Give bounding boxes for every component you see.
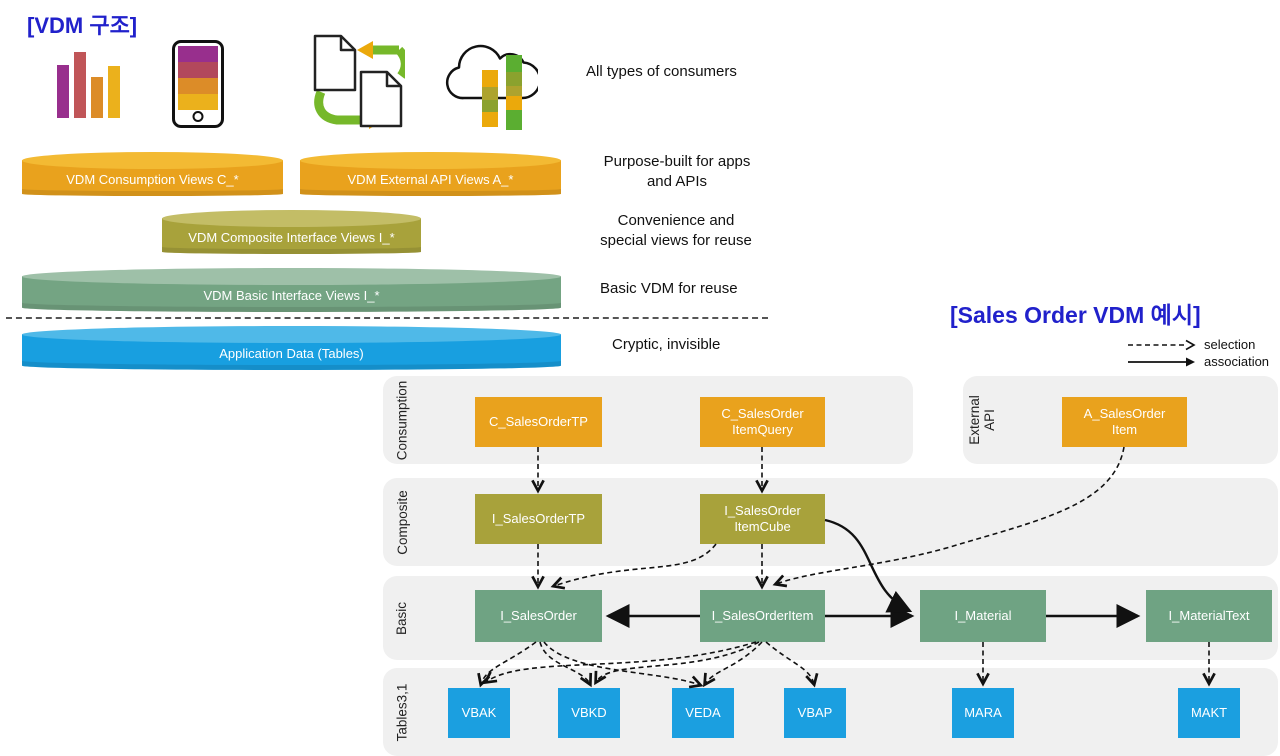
legend-association-label: association [1204,354,1270,369]
node-table-veda: VEDA [672,688,734,738]
cryptic-label: Cryptic, invisible [612,336,721,353]
dashed-arrow-icon [1128,339,1196,350]
solid-arrow-icon [1128,357,1195,366]
node-a-salesorderitem: A_SalesOrder Item [1062,397,1187,447]
node-i-salesorderitem: I_SalesOrderItem [700,590,825,642]
bar-chart-icon [55,40,123,125]
basic-vdm-label: Basic VDM for reuse [600,280,738,297]
smartphone-icon [172,40,224,128]
disk-application-data-label: Application Data (Tables) [219,346,364,361]
visibility-divider-line [6,317,768,319]
row-label-external-api-text: External API [967,395,997,445]
disk-consumption-views-label: VDM Consumption Views C_* [66,172,239,187]
node-i-salesordertp: I_SalesOrderTP [475,494,602,544]
row-label-external-api: External API [965,376,999,464]
legend-selection-label: selection [1204,337,1256,352]
purpose-label: Purpose-built for apps and APIs [603,153,751,190]
legend-selection: selection [1126,337,1255,352]
row-label-basic: Basic [385,576,419,660]
node-table-mara: MARA [952,688,1014,738]
row-label-consumption: Consumption [385,376,419,464]
row-label-consumption-text: Consumption [394,380,410,460]
consumers-label: All types of consumers [586,63,737,80]
row-label-composite: Composite [385,478,419,566]
disk-composite-interface-views: VDM Composite Interface Views I_* [162,210,421,254]
node-i-material: I_Material [920,590,1046,642]
node-table-vbap: VBAP [784,688,846,738]
convenience-label: Convenience and special views for reuse [600,212,752,249]
disk-basic-interface-views-label: VDM Basic Interface Views I_* [203,288,380,303]
document-exchange-icon [313,34,410,135]
node-table-vbak: VBAK [448,688,510,738]
disk-application-data: Application Data (Tables) [22,326,561,370]
node-i-salesorder: I_SalesOrder [475,590,602,642]
row-label-composite-text: Composite [394,489,410,555]
row-label-tables-text: Tables3,1 [394,683,410,741]
disk-external-api-views: VDM External API Views A_* [300,152,561,196]
node-table-makt: MAKT [1178,688,1240,738]
node-i-salesorderitemcube: I_SalesOrder ItemCube [700,494,825,544]
row-label-tables: Tables3,1 [385,668,419,756]
cloud-analytics-icon [438,26,542,135]
row-consumption [383,376,913,464]
legend-association: association [1126,354,1269,369]
disk-external-api-views-label: VDM External API Views A_* [347,172,514,187]
disk-consumption-views: VDM Consumption Views C_* [22,152,283,196]
node-table-vbkd: VBKD [558,688,620,738]
disk-basic-interface-views: VDM Basic Interface Views I_* [22,268,561,312]
phone-home-button-icon [192,111,204,122]
node-c-salesordertp: C_SalesOrderTP [475,397,602,447]
node-i-materialtext: I_MaterialText [1146,590,1272,642]
sales-order-vdm-title: [Sales Order VDM 예시] [950,302,1201,328]
node-c-salesorderitemquery: C_SalesOrder ItemQuery [700,397,825,447]
vdm-structure-title: [VDM 구조] [27,13,138,38]
disk-composite-interface-views-label: VDM Composite Interface Views I_* [188,230,395,245]
row-label-basic-text: Basic [394,601,410,635]
